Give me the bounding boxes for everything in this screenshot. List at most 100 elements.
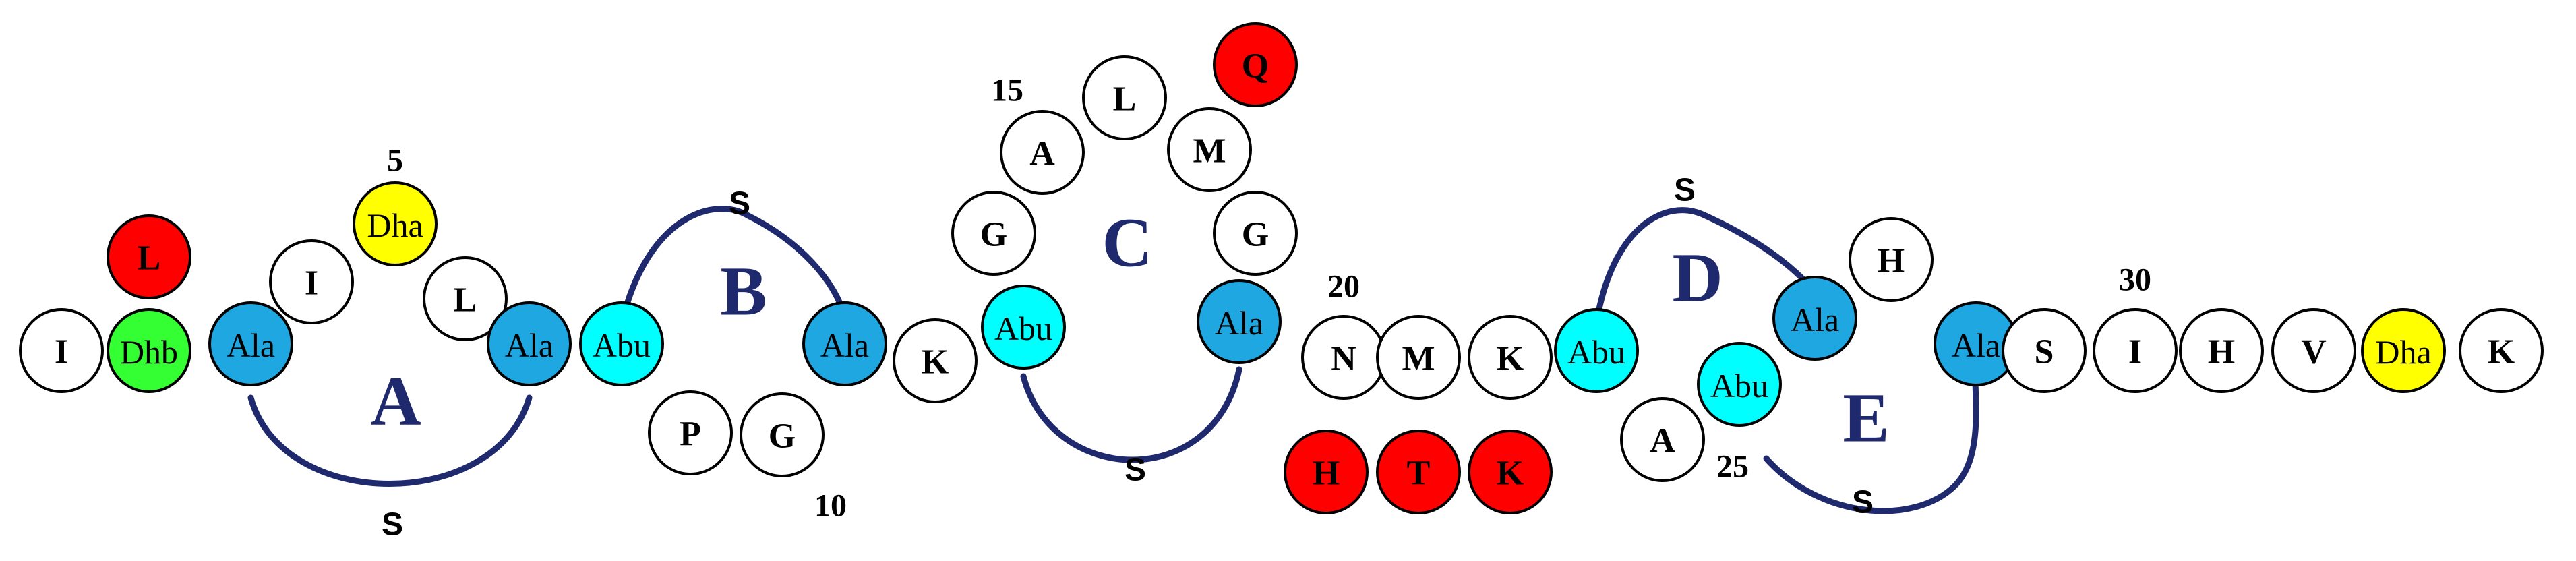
- residue-16-l: L: [1082, 55, 1167, 140]
- position-number-20: 20: [1327, 269, 1360, 305]
- residue-circle: [1213, 191, 1298, 276]
- residue-label: K: [922, 343, 949, 382]
- position-number-15: 15: [991, 73, 1023, 109]
- residue-label: I: [305, 264, 318, 303]
- residue-circle: [1620, 397, 1705, 482]
- residue-circle: [1697, 342, 1782, 427]
- variant-residue-label: T: [1407, 454, 1431, 493]
- residue-2-dhb: Dhb: [107, 308, 191, 393]
- variant-residue-3-h: H: [1284, 430, 1369, 514]
- residue-26-ala: Ala: [1772, 276, 1857, 361]
- sulfur-label-c: S: [1125, 452, 1146, 488]
- residue-29-s: S: [2002, 308, 2087, 393]
- residue-label: G: [1242, 216, 1269, 254]
- residue-24-a: A: [1620, 397, 1705, 482]
- residue-label: Dha: [367, 206, 423, 244]
- residue-19-ala: Ala: [1197, 279, 1282, 364]
- residue-27-h: H: [1849, 217, 1934, 302]
- residue-label: G: [980, 216, 1007, 254]
- residue-circle: [579, 301, 664, 386]
- residue-label: Ala: [1791, 301, 1839, 338]
- sulfur-label-e: S: [1852, 485, 1874, 521]
- residue-18-g: G: [1213, 191, 1298, 276]
- residue-28-ala: Ala: [1934, 301, 2018, 386]
- residue-circle: [2093, 308, 2178, 393]
- residue-label: Ala: [1952, 326, 2000, 364]
- ring-label-b: B: [720, 253, 767, 330]
- residue-circle: [208, 301, 293, 386]
- residue-21-m: M: [1376, 315, 1461, 400]
- residue-7-ala: Ala: [487, 301, 572, 386]
- residue-label: Dhb: [120, 333, 178, 371]
- residue-34-k: K: [2459, 308, 2544, 393]
- residue-label: L: [1113, 80, 1137, 119]
- ring-b-bridge: [618, 206, 848, 327]
- residue-22-k: K: [1468, 315, 1553, 400]
- residue-31-h: H: [2179, 308, 2264, 393]
- sulfur-label-a: S: [382, 507, 403, 543]
- residue-6-l: L: [423, 256, 508, 341]
- residue-1-i: I: [19, 308, 104, 393]
- variant-residue-circle: [1468, 430, 1553, 514]
- residue-label: Abu: [1710, 367, 1768, 405]
- sulfur-label-b: S: [729, 186, 750, 222]
- ring-label-d: D: [1672, 239, 1723, 317]
- residue-33-dha: Dha: [2361, 308, 2446, 393]
- residue-label: M: [1193, 132, 1226, 171]
- residue-label: Ala: [820, 326, 869, 364]
- sulfur-label-d: S: [1674, 173, 1696, 208]
- annotations: A B C D E S S S S S 5 10 15 20 25 30: [370, 73, 2151, 543]
- residue-label: N: [1331, 340, 1356, 378]
- residue-circle: [893, 318, 978, 403]
- residue-23-abu: Abu: [1554, 308, 1639, 393]
- residue-label: Ala: [1215, 304, 1263, 342]
- variant-residue-label: H: [1313, 454, 1340, 493]
- variant-residue-label: K: [1497, 454, 1524, 493]
- residue-13-abu: Abu: [981, 285, 1066, 370]
- residue-label: A: [1029, 135, 1055, 173]
- residue-circle: [802, 301, 887, 386]
- residue-circle: [2179, 308, 2264, 393]
- residue-circle: [2271, 308, 2356, 393]
- ring-label-a: A: [370, 363, 421, 440]
- residue-label: G: [769, 417, 796, 456]
- ring-label-c: C: [1102, 204, 1152, 282]
- residue-label: K: [2488, 333, 2515, 372]
- residue-circle: [1000, 110, 1085, 195]
- position-number-25: 25: [1716, 449, 1749, 485]
- residue-label: V: [2301, 333, 2327, 372]
- residue-25-abu: Abu: [1697, 342, 1782, 427]
- residue-label: Ala: [505, 326, 553, 364]
- residue-12-k: K: [893, 318, 978, 403]
- residue-4-i: I: [269, 239, 354, 324]
- residue-circle: [648, 390, 733, 475]
- residue-circle: [1468, 315, 1553, 400]
- residue-label: L: [454, 281, 477, 320]
- variant-residue-circle: [107, 214, 191, 299]
- ring-e-bridge: [1763, 374, 1979, 514]
- residue-circle: [487, 301, 572, 386]
- variant-residue-circle: [1213, 22, 1298, 107]
- residue-17-m: M: [1167, 107, 1252, 192]
- residue-14-g: G: [951, 191, 1036, 276]
- residue-circle: [269, 239, 354, 324]
- residue-label: Dha: [2375, 333, 2431, 371]
- residue-20-n: N: [1301, 315, 1386, 400]
- residue-5-dha: Dha: [353, 181, 438, 266]
- residue-circle: [2002, 308, 2087, 393]
- variant-residue-2-q: Q: [1213, 22, 1298, 107]
- residue-10-g: G: [740, 392, 825, 477]
- variant-residue-4-t: T: [1376, 430, 1461, 514]
- variant-residue-circle: [1284, 430, 1369, 514]
- variant-residues: L Q H T K: [107, 22, 1553, 514]
- residue-circle: [19, 308, 104, 393]
- position-number-30: 30: [2119, 262, 2151, 298]
- residue-circle: [353, 181, 438, 266]
- position-number-10: 10: [814, 488, 847, 524]
- residue-circle: [1197, 279, 1282, 364]
- variant-residue-label: Q: [1242, 47, 1269, 86]
- residue-3-ala: Ala: [208, 301, 293, 386]
- residue-circle: [1772, 276, 1857, 361]
